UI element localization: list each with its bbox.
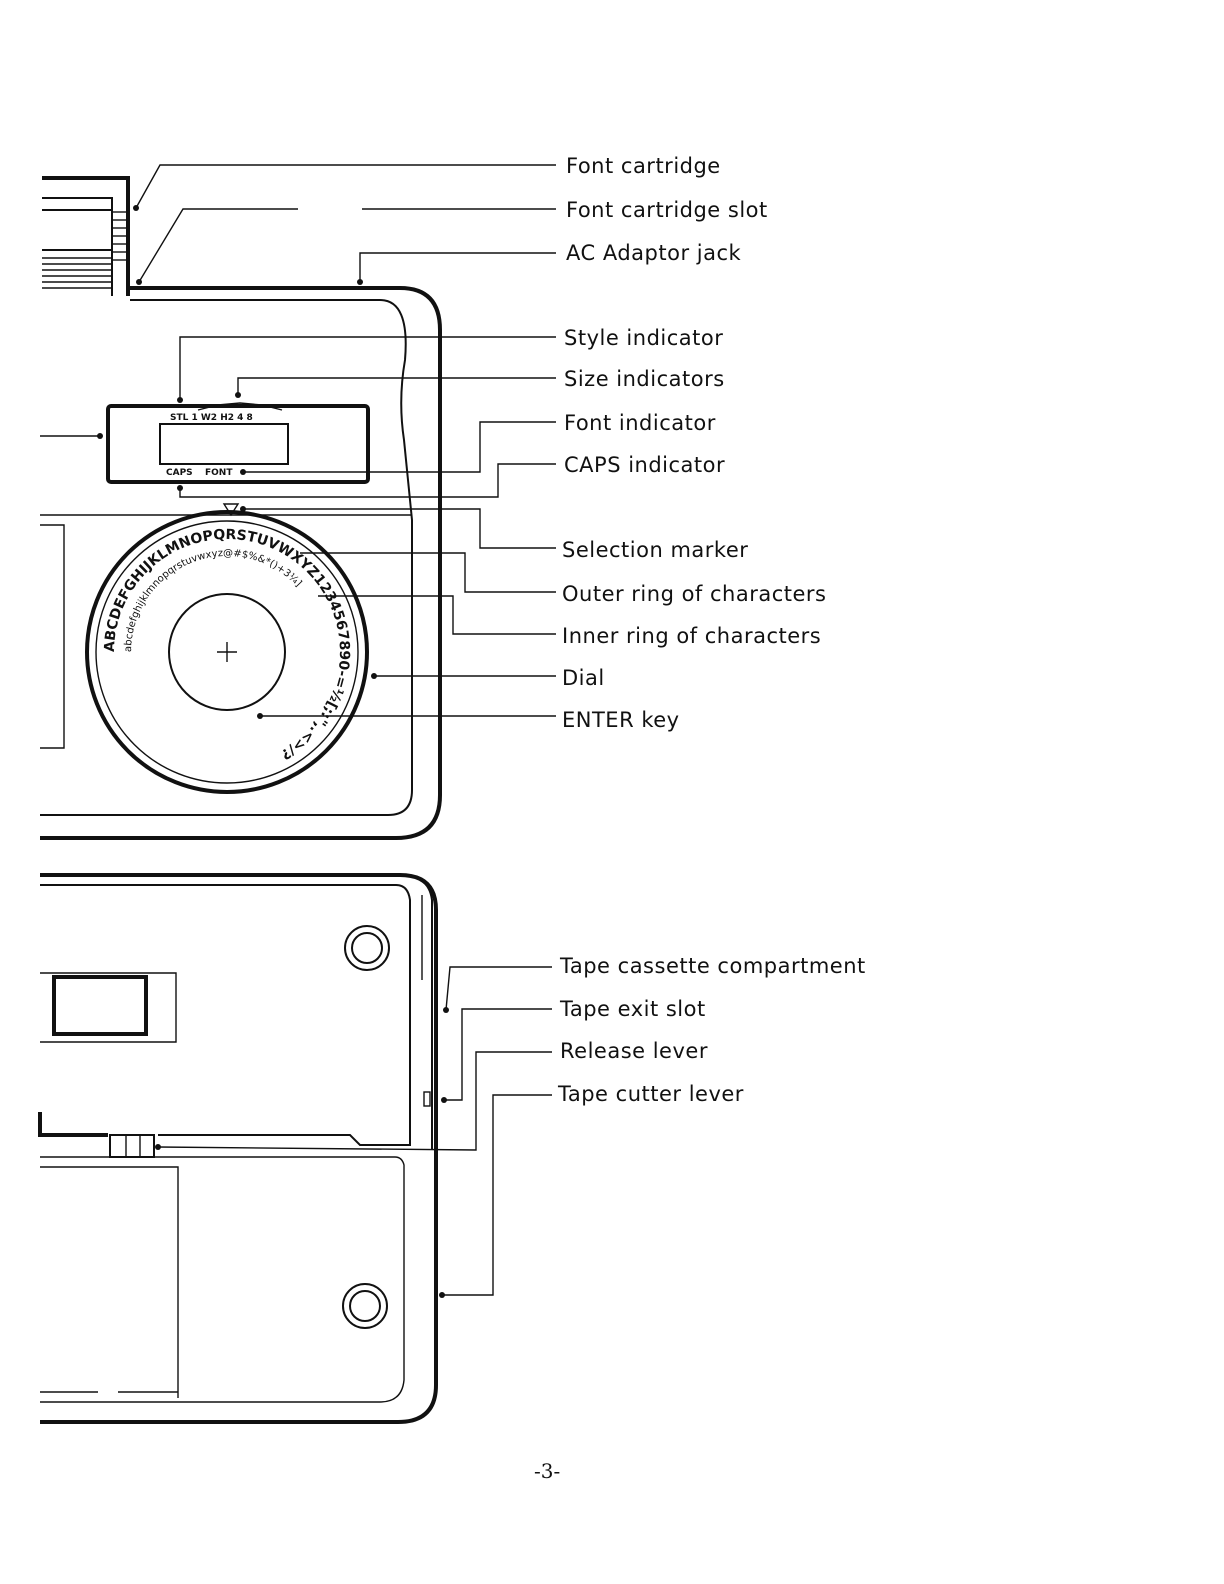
label-size-indicators: Size indicators — [564, 367, 725, 391]
font-indicator-text: FONT — [205, 468, 233, 478]
label-selection-marker: Selection marker — [562, 538, 748, 562]
label-tape-cutter-lever: Tape cutter lever — [557, 1082, 744, 1106]
label-font-indicator: Font indicator — [564, 411, 716, 435]
font-cartridge-drawing — [42, 176, 130, 296]
selection-marker-triangle — [222, 503, 240, 517]
display-top-indicators: STL 1 W2 H2 4 8 — [170, 413, 253, 423]
label-tape-cassette-compartment: Tape cassette compartment — [559, 954, 866, 978]
label-caps-indicator: CAPS indicator — [564, 453, 725, 477]
page-number: -3- — [534, 1459, 560, 1483]
label-dial: Dial — [562, 666, 605, 690]
dial-drawing: ABCDEFGHIJKLMNOPQRSTUVWXYZ1234567890-=½[… — [85, 510, 369, 794]
caps-indicator-text: CAPS — [166, 468, 193, 478]
label-enter-key: ENTER key — [562, 708, 680, 732]
leader-lines — [40, 164, 556, 1298]
label-ac-adaptor-jack: AC Adaptor jack — [566, 241, 742, 265]
upper-device-body — [40, 286, 442, 840]
label-font-cartridge: Font cartridge — [566, 154, 721, 178]
label-release-lever: Release lever — [560, 1039, 708, 1063]
lcd-display-panel: STL 1 W2 H2 4 8 CAPS FONT — [106, 402, 370, 484]
label-outer-ring: Outer ring of characters — [562, 582, 827, 606]
label-inner-ring: Inner ring of characters — [562, 624, 821, 648]
enter-key[interactable] — [168, 593, 286, 711]
part-labels: Font cartridge Font cartridge slot AC Ad… — [557, 154, 866, 1106]
label-style-indicator: Style indicator — [564, 326, 723, 350]
label-font-cartridge-slot: Font cartridge slot — [566, 198, 768, 222]
label-tape-exit-slot: Tape exit slot — [559, 997, 706, 1021]
lower-device-body — [38, 873, 438, 1424]
